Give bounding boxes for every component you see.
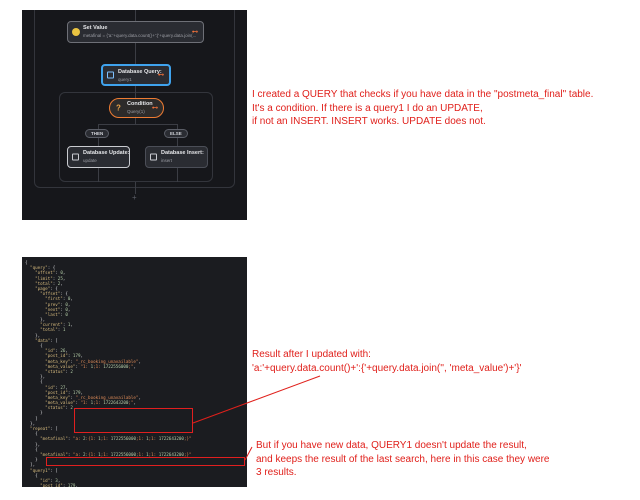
json-output-panel: { "query": { "offset": 0, "limit": 25, "…: [22, 257, 247, 487]
annotation-line: 'a:'+query.data.count()+':{'+query.data.…: [252, 362, 522, 374]
code-line: "id": 27,: [45, 384, 68, 390]
code-line: "query": {: [30, 265, 56, 271]
code-line: {: [25, 431, 38, 437]
question-icon: ?: [116, 103, 121, 113]
database-update-node[interactable]: Database Update: update: [67, 146, 130, 168]
annotation-line: But if you have new data, QUERY1 doesn't…: [256, 440, 527, 451]
node-subtitle: query1: [118, 77, 132, 82]
code-line: "post_id": 179,: [40, 483, 78, 487]
code-line: "meta_value": "1: 1;1: 1722556000;",: [45, 363, 136, 369]
connector: [135, 118, 136, 124]
code-line: {: [25, 343, 43, 348]
annotation-line: 3 results.: [256, 467, 297, 478]
annotation-line: I created a QUERY that checks if you hav…: [252, 89, 594, 100]
condition-branch-outline: [59, 92, 213, 182]
code-line: {: [25, 379, 43, 385]
annotation-line: It's a condition. If there is a query1 I…: [252, 102, 483, 114]
code-line: "meta_value": "1: 1;1: 1722643200;",: [45, 400, 136, 406]
repeat-highlight-box: [74, 408, 193, 433]
database-icon: [150, 153, 157, 161]
annotation-update-result: Result after I updated with: 'a:'+query.…: [252, 348, 521, 375]
code-line: "page": {: [35, 285, 58, 291]
connector: [98, 168, 99, 182]
code-line: {: [25, 260, 28, 265]
code-line: "last": 0: [45, 311, 68, 317]
code-line: {: [25, 472, 38, 478]
code-line: "status": 2: [45, 405, 73, 411]
node-title: Database Insert:: [161, 150, 204, 156]
code-line: "metafinal": "a: 2:{1: 1;1: 1722556000;1…: [40, 436, 192, 442]
node-subtitle: update: [83, 158, 97, 163]
connector: [98, 124, 177, 125]
code-line: "id": 3,: [40, 477, 61, 483]
annotation-line: Result after I updated with:: [252, 349, 371, 360]
node-subtitle: insert: [161, 158, 173, 163]
code-line: "total": 1: [40, 327, 66, 333]
database-icon: [72, 153, 79, 161]
database-query-node[interactable]: Database Query: query1 ⊷: [101, 64, 171, 86]
database-icon: [107, 71, 114, 79]
query1-highlight-box: [46, 457, 245, 466]
code-line: "first": 0,: [45, 296, 73, 302]
workflow-group-outline: [34, 10, 235, 188]
then-branch-label: THEN: [85, 129, 110, 138]
else-branch-label: ELSE: [164, 129, 188, 138]
annotation-query1-stale: But if you have new data, QUERY1 doesn't…: [256, 439, 550, 480]
code-line: "id": 26,: [45, 348, 68, 354]
annotation-line: and keeps the result of the last search,…: [256, 453, 550, 465]
code-line: "next": 0,: [45, 306, 71, 312]
node-title: Database Update:: [83, 150, 130, 156]
set-value-node[interactable]: Set Value metafinal = {'a:'+query.data.c…: [67, 21, 204, 43]
node-menu-icon[interactable]: ⊷: [192, 29, 198, 36]
code-line: "data": [: [35, 337, 58, 343]
code-line: "current": 1,: [40, 322, 73, 328]
code-line: ]: [25, 415, 38, 421]
connector: [135, 182, 136, 194]
node-subtitle: Query(1): [127, 109, 145, 114]
connector: [135, 86, 136, 98]
code-line: },: [25, 317, 46, 323]
code-line: {: [25, 446, 38, 452]
node-subtitle: metafinal = {'a:'+query.data.count()+':{…: [83, 33, 197, 38]
code-line: },: [25, 441, 41, 447]
workflow-canvas: Set Value metafinal = {'a:'+query.data.c…: [22, 10, 247, 220]
node-title: Database Query:: [118, 69, 162, 75]
database-insert-node[interactable]: Database Insert: insert: [145, 146, 208, 168]
node-menu-icon[interactable]: ⊷: [152, 105, 158, 112]
annotation-line: if not an INSERT. INSERT works. UPDATE d…: [252, 116, 486, 127]
code-line: "status": 2: [45, 368, 73, 374]
code-line: }: [25, 410, 43, 416]
code-line: "metafinal": "a: 2:{1: 1;1: 1722556000;1…: [40, 451, 192, 457]
code-line: "post_id": 179,: [45, 353, 84, 359]
connector: [177, 168, 178, 182]
code-line: },: [25, 420, 36, 426]
node-title: Set Value: [83, 25, 108, 31]
code-line: "meta_key": "_rc_booking_unavailable",: [45, 394, 141, 400]
condition-node[interactable]: ? Condition Query(1) ⊷: [109, 98, 164, 118]
code-line: "total": 2,: [35, 280, 63, 286]
code-line: "offset": 0,: [35, 270, 66, 276]
annotation-query-explanation: I created a QUERY that checks if you hav…: [252, 88, 593, 129]
code-line: },: [25, 374, 46, 380]
code-line: ],: [25, 462, 36, 468]
code-line: },: [25, 332, 41, 338]
code-line: "meta_key": "_rc_booking_unavailable",: [45, 358, 141, 364]
code-line: "repeat": [: [30, 426, 58, 431]
connector: [135, 43, 136, 64]
code-line: }: [25, 457, 38, 463]
arrow-to-query1-box: [244, 446, 253, 461]
code-line: "post_id": 179,: [45, 389, 84, 395]
node-title: Condition: [127, 101, 153, 107]
code-line: "offset": {: [40, 291, 68, 297]
arrow-to-repeat-box: [192, 375, 321, 424]
code-line: "limit": 25,: [35, 275, 66, 281]
node-menu-icon[interactable]: ⊷: [158, 72, 164, 79]
connector: [135, 10, 136, 21]
code-line: "prev": 0,: [45, 301, 71, 307]
add-step-icon[interactable]: +: [132, 193, 137, 202]
code-line: "query1": [: [30, 467, 58, 473]
arrow-right-icon: [72, 28, 80, 36]
